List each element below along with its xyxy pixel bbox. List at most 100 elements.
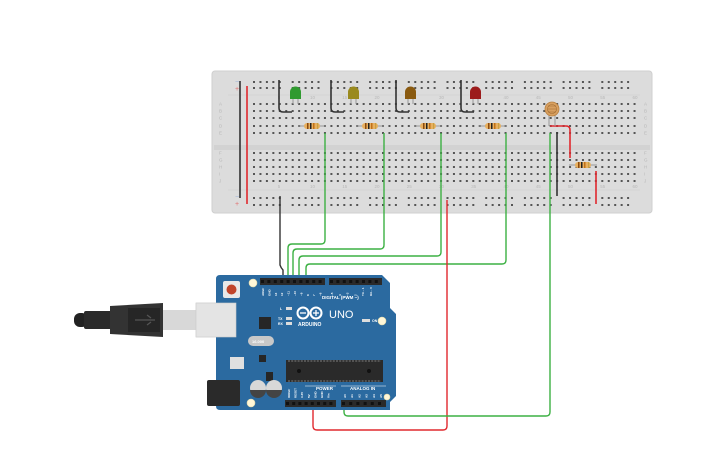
column-number: 25 bbox=[407, 184, 413, 189]
wire-pin12[interactable] bbox=[292, 133, 385, 282]
column-number: 50 bbox=[568, 184, 574, 189]
led3-ground-wire[interactable] bbox=[395, 80, 409, 113]
pin-label: Vin bbox=[327, 393, 331, 398]
column-number: 5 bbox=[278, 184, 281, 189]
led1-ground-wire[interactable] bbox=[278, 80, 292, 113]
rail-minus-label-top: − bbox=[235, 79, 239, 86]
arduino-uno[interactable]: 16.000 L TX RX ON ARDUINO bbox=[195, 275, 396, 410]
pin-label: 12 bbox=[280, 292, 284, 296]
row-letter: E bbox=[644, 131, 647, 136]
power-label: POWER bbox=[316, 386, 334, 391]
wire-a0[interactable] bbox=[343, 133, 551, 417]
row-letter: F bbox=[219, 151, 222, 156]
breadboard-wires[interactable] bbox=[239, 80, 597, 204]
voltage-regulator bbox=[230, 357, 244, 369]
led2-ground-wire[interactable] bbox=[330, 80, 344, 113]
pin-label: ~11 bbox=[287, 291, 291, 296]
row-letter: J bbox=[219, 179, 221, 184]
column-number: 15 bbox=[342, 184, 348, 189]
led4-ground-wire[interactable] bbox=[460, 80, 474, 113]
crystal bbox=[248, 336, 274, 346]
external-wires[interactable] bbox=[279, 133, 551, 431]
column-number: 40 bbox=[504, 95, 510, 100]
wire-pin13[interactable] bbox=[287, 133, 326, 282]
row-letter: C bbox=[644, 116, 648, 121]
row-letter: H bbox=[644, 165, 647, 170]
analog-header[interactable] bbox=[341, 400, 386, 407]
row-letter: H bbox=[219, 165, 222, 170]
pin-label: A0 bbox=[343, 394, 347, 398]
row-letter: B bbox=[644, 109, 647, 114]
pin-label: RX←0 bbox=[369, 287, 373, 296]
wire-pin10[interactable] bbox=[305, 133, 507, 282]
column-number: 20 bbox=[375, 95, 381, 100]
row-letter: G bbox=[644, 158, 648, 163]
pin-label: A2 bbox=[357, 394, 361, 398]
pin-label: 3.3V bbox=[300, 392, 304, 398]
resistor-2[interactable] bbox=[356, 123, 384, 129]
resistor-4[interactable] bbox=[479, 123, 507, 129]
row-letter: A bbox=[219, 102, 222, 107]
column-number: 15 bbox=[342, 95, 348, 100]
orange-led[interactable] bbox=[405, 86, 417, 104]
power-jack bbox=[207, 380, 240, 406]
l-led-label: L bbox=[280, 307, 283, 311]
pin-label: A1 bbox=[350, 394, 354, 398]
pin-label: 7 bbox=[312, 294, 316, 296]
column-number: 30 bbox=[439, 95, 445, 100]
rail-minus-label-bottom: − bbox=[235, 194, 239, 201]
pin-label: ~6 bbox=[319, 292, 323, 296]
pin-label: GND bbox=[313, 391, 317, 399]
pin-label: ~10 bbox=[293, 291, 297, 296]
pin-label: ~3 bbox=[346, 292, 350, 296]
brand-label: ARDUINO bbox=[298, 322, 321, 328]
ldr-divider-wire[interactable] bbox=[550, 125, 571, 158]
resistor-3[interactable] bbox=[414, 123, 442, 129]
rail-plus-label-bottom: + bbox=[235, 201, 239, 208]
wire-gnd[interactable] bbox=[279, 196, 284, 282]
rail-plus-label-top: + bbox=[235, 86, 239, 93]
wire-5v[interactable] bbox=[312, 200, 448, 431]
digital-header-left[interactable] bbox=[260, 278, 325, 285]
pin-label: IOREF bbox=[287, 389, 291, 398]
row-letter: J bbox=[644, 179, 646, 184]
pin-label: ~9 bbox=[299, 292, 303, 296]
green-led[interactable] bbox=[290, 86, 301, 104]
crystal-label: 16.000 bbox=[252, 339, 265, 344]
rx-label: RX bbox=[278, 322, 284, 326]
pin-label: GND bbox=[267, 289, 271, 297]
row-letter: I bbox=[644, 172, 645, 177]
row-letter: A bbox=[644, 102, 647, 107]
column-number: 10 bbox=[310, 95, 316, 100]
resistors[interactable] bbox=[298, 123, 597, 168]
pin-label: 4 bbox=[338, 294, 342, 296]
column-number: 50 bbox=[568, 95, 574, 100]
pin-label: 8 bbox=[306, 294, 310, 296]
row-letter: D bbox=[219, 124, 223, 129]
column-number: 55 bbox=[600, 184, 606, 189]
pin-label: A3 bbox=[365, 394, 369, 398]
red-led[interactable] bbox=[470, 86, 481, 104]
power-header[interactable] bbox=[285, 400, 336, 407]
column-number: 35 bbox=[471, 184, 477, 189]
pin-label: GND bbox=[320, 391, 324, 399]
column-number: 60 bbox=[633, 95, 639, 100]
digital-header-right[interactable] bbox=[329, 278, 382, 285]
column-number: 45 bbox=[536, 184, 542, 189]
atmega-chip bbox=[286, 360, 383, 382]
row-letter: F bbox=[644, 151, 647, 156]
leds[interactable] bbox=[290, 86, 481, 104]
usb-chip bbox=[259, 317, 271, 329]
wire-pin11[interactable] bbox=[298, 133, 442, 282]
resistor-1[interactable] bbox=[298, 123, 326, 129]
yellow-led[interactable] bbox=[348, 86, 359, 104]
row-letter: E bbox=[219, 131, 222, 136]
pin-label: A4 bbox=[372, 394, 376, 398]
photoresistor[interactable] bbox=[544, 101, 560, 126]
row-letter: I bbox=[219, 172, 220, 177]
resistor-ldr[interactable] bbox=[569, 162, 597, 168]
row-letter: G bbox=[219, 158, 223, 163]
model-label: UNO bbox=[329, 309, 354, 321]
